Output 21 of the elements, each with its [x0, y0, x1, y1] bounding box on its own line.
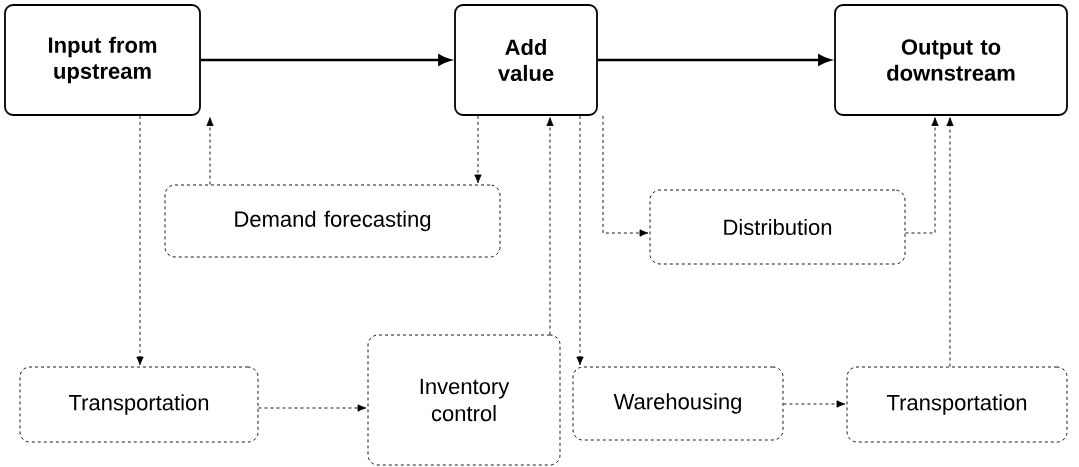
dashed-arrow	[602, 115, 649, 237]
dashed-arrow	[474, 115, 482, 184]
dashed-arrow	[946, 117, 954, 367]
activity-box: Transportation	[19, 366, 259, 443]
activity-box: Demand forecasting	[164, 184, 501, 258]
dashed-arrow	[546, 117, 554, 335]
process-box: Add value	[454, 4, 598, 116]
process-box: Input from upstream	[4, 4, 201, 116]
dashed-arrow	[576, 115, 584, 366]
arrow	[200, 54, 451, 66]
process-box: Output to downstream	[834, 4, 1068, 116]
dashed-arrow	[783, 400, 846, 408]
activity-box: Distribution	[649, 189, 906, 265]
dashed-arrow	[206, 117, 214, 185]
activity-box: Warehousing	[572, 366, 784, 441]
arrow	[597, 54, 831, 66]
dashed-arrow	[905, 117, 939, 234]
activity-box: Inventory control	[367, 334, 561, 466]
dashed-arrow	[258, 404, 367, 412]
dashed-arrow	[136, 115, 144, 366]
activity-box: Transportation	[846, 366, 1068, 443]
